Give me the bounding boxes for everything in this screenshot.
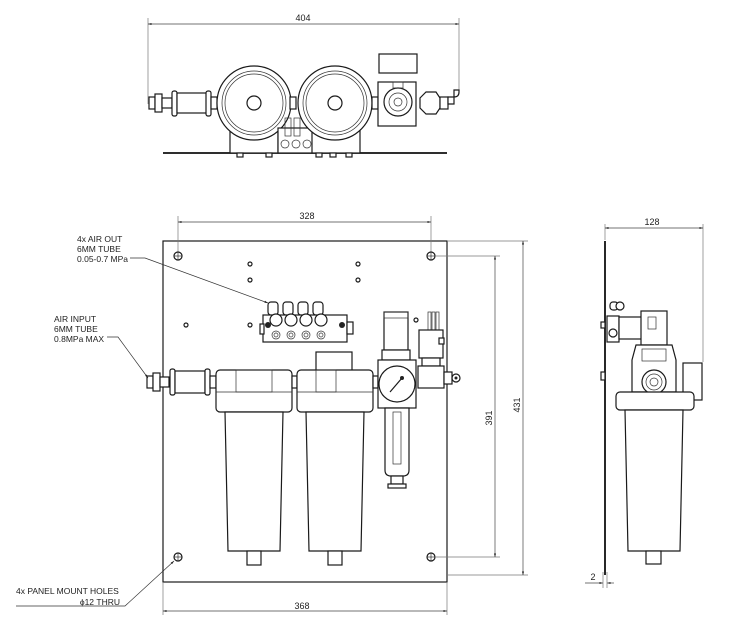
dimension-label-368: 368 <box>294 601 309 611</box>
air-input-callout: AIR INPUT 6MM TUBE 0.8MPa MAX <box>54 314 149 379</box>
side-filter <box>615 391 695 565</box>
air-out-port <box>297 301 313 340</box>
filter-regulator <box>377 311 417 489</box>
air-input-label-line1: AIR INPUT <box>54 314 96 324</box>
air-out-label-line1: 4x AIR OUT <box>77 234 122 244</box>
mount-hole <box>173 251 183 261</box>
dimension-label-391: 391 <box>484 410 494 425</box>
dimension-404: 404 <box>147 13 460 104</box>
top-coupler <box>277 96 315 154</box>
dimension-368: 368 <box>162 582 448 615</box>
air-input-fitting <box>146 368 217 396</box>
air-out-port <box>282 301 298 340</box>
filter-coupler <box>291 375 298 389</box>
side-view: 128 <box>585 217 704 588</box>
top-filter-2 <box>297 65 373 154</box>
mount-hole <box>426 552 436 562</box>
front-view: 328 391 431 <box>16 211 528 615</box>
top-filter-1 <box>216 65 292 154</box>
air-input-label-line2: 6MM TUBE <box>54 324 98 334</box>
mount-holes-label-line1: 4x PANEL MOUNT HOLES <box>16 586 119 596</box>
air-input-label-line3: 0.8MPa MAX <box>54 334 104 344</box>
air-out-port <box>312 301 328 340</box>
mount-holes-label-line2: ϕ12 THRU <box>80 597 120 607</box>
air-out-callout: 4x AIR OUT 6MM TUBE 0.05-0.7 MPa <box>77 234 269 304</box>
air-out-label-line3: 0.05-0.7 MPa <box>77 254 128 264</box>
regulator-coupler <box>372 375 379 389</box>
mount-hole <box>426 251 436 261</box>
top-inlet-fitting <box>148 90 218 117</box>
side-solenoid <box>606 301 668 346</box>
top-bolts <box>236 152 353 158</box>
dimension-391: 391 <box>435 255 500 558</box>
dimension-label-404: 404 <box>295 13 310 23</box>
top-view: 404 <box>147 13 460 158</box>
dimension-2: 2 <box>585 572 614 588</box>
dimension-328: 328 <box>177 211 432 252</box>
dimension-label-328: 328 <box>299 211 314 221</box>
dimension-431: 431 <box>447 240 528 576</box>
dimension-label-128: 128 <box>644 217 659 227</box>
air-out-label-line2: 6MM TUBE <box>77 244 121 254</box>
dimension-128: 128 <box>604 217 704 362</box>
filter-2 <box>296 351 374 566</box>
mount-hole <box>173 552 183 562</box>
dimension-label-431: 431 <box>512 397 522 412</box>
front-panel <box>162 240 448 583</box>
filter-1 <box>215 369 293 566</box>
dimension-label-2: 2 <box>590 572 595 582</box>
air-out-port <box>267 301 283 340</box>
solenoid-valve <box>417 311 461 389</box>
top-outlet-fitting <box>419 89 460 115</box>
mount-holes-callout: 4x PANEL MOUNT HOLES ϕ12 THRU <box>16 560 175 607</box>
air-out-manifold <box>259 301 354 343</box>
top-regulator <box>371 53 418 127</box>
panel-small-holes <box>183 261 419 328</box>
